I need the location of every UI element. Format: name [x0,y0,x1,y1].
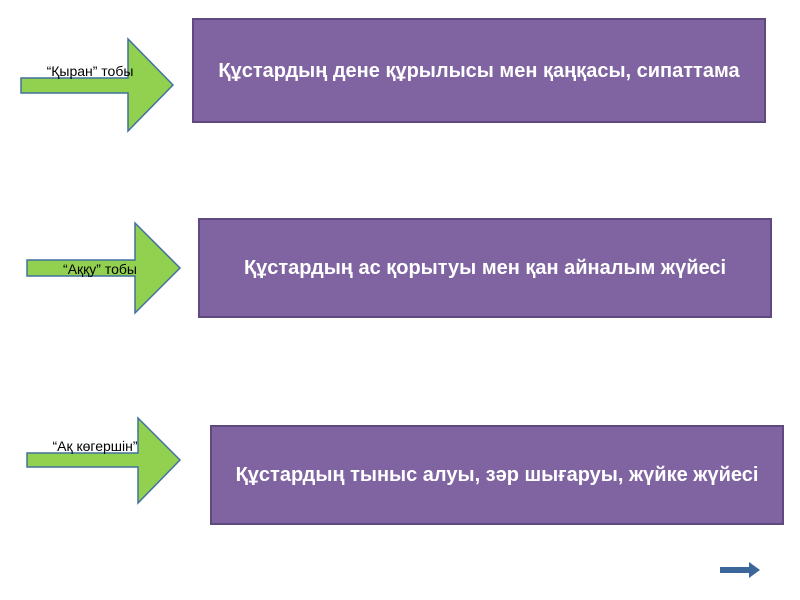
green-arrow-icon [26,416,182,505]
green-arrow-icon [26,221,182,315]
group-label-akku: “Аққу” тобы [63,261,137,277]
topic-box-3: Құстардың тыныс алуы, зәр шығаруы, жүйке… [210,425,784,525]
next-arrow-icon[interactable] [720,562,760,578]
group-label-ak-kogershin: “Ақ көгершін” [52,438,138,454]
group-label-kyran: “Қыран” тобы [46,63,134,79]
topic-box-2: Құстардың ас қорытуы мен қан айналым жүй… [198,218,772,318]
topic-box-1: Құстардың дене құрылысы мен қаңқасы, сип… [192,18,766,123]
green-arrow-icon [20,37,175,133]
